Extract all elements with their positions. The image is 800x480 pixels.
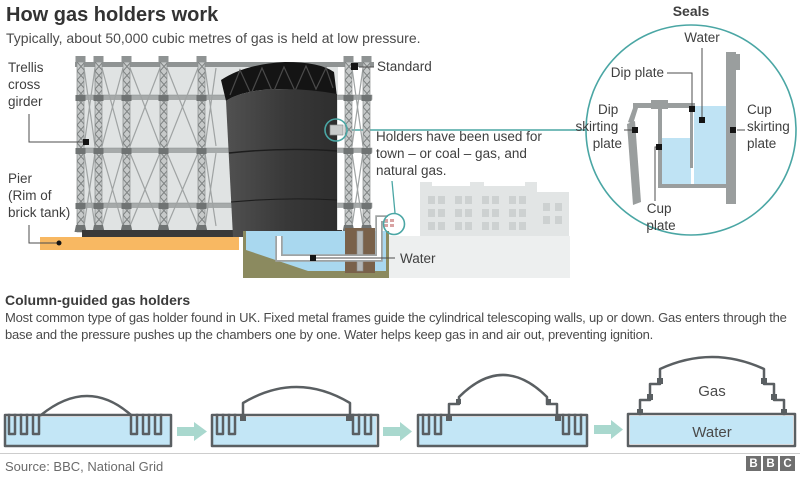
main-labels: Trellis cross girder Pier (Rim of brick … (8, 59, 546, 266)
arrow-icon (383, 422, 412, 441)
stages-illustration: Gas Water (3, 355, 797, 448)
roller-highlight (324, 118, 348, 142)
bbc-logo: B B C (746, 456, 795, 471)
stage-2 (210, 385, 380, 448)
bbc-logo-block: B (763, 456, 778, 471)
stage-1 (3, 394, 173, 448)
label-water-main: Water (400, 251, 436, 266)
label-pier: Pier (Rim of brick tank) (8, 171, 70, 220)
label-trellis: Trellis cross girder (8, 60, 47, 109)
section-heading: Column-guided gas holders (5, 292, 191, 308)
source-credit: Source: BBC, National Grid (5, 459, 164, 474)
page-subtitle: Typically, about 50,000 cubic metres of … (6, 30, 421, 46)
background-ground (388, 236, 570, 278)
seals-title: Seals (673, 3, 710, 19)
section-body: Most common type of gas holder found in … (5, 310, 787, 343)
arrow-icon (594, 420, 623, 439)
background-buildings (420, 182, 569, 236)
pier-strip (40, 237, 239, 250)
stage-4 (626, 355, 797, 448)
dip-plate (690, 106, 693, 168)
arrow-icon (177, 422, 207, 441)
label-dip-skirting: Dip skirting plate (575, 102, 622, 151)
label-gas: Gas (698, 383, 726, 400)
seal-water-left (662, 138, 691, 184)
stage-3 (416, 373, 589, 448)
tank-rim-strip (82, 230, 342, 237)
bbc-logo-block: B (746, 456, 761, 471)
label-seal-water: Water (684, 30, 720, 45)
main-illustration: Trellis cross girder Pier (Rim of brick … (8, 3, 797, 278)
label-dip-plate: Dip plate (611, 65, 664, 80)
seal-labels: Water Dip plate Dip skirting plate Cup s… (575, 30, 794, 233)
bell-truss (229, 64, 334, 96)
seal-water-right (694, 106, 726, 184)
label-cup-skirting: Cup skirting plate (747, 102, 794, 151)
page-title: How gas holders work (6, 4, 219, 26)
gas-inlet-highlight-circle (382, 212, 406, 236)
note-holders: Holders have been used for town – or coa… (376, 129, 546, 178)
gas-holder-bell (221, 62, 338, 237)
pipe-flange (384, 219, 394, 227)
grey-pipe (356, 230, 364, 272)
water-tank (243, 212, 406, 278)
footer-divider (0, 453, 800, 454)
label-standard: Standard (377, 59, 432, 74)
label-stage-water: Water (692, 424, 731, 441)
bbc-logo-block: C (780, 456, 795, 471)
label-cup-plate: Cup plate (646, 201, 675, 233)
stage-arrows (177, 420, 623, 441)
cross-braces (83, 67, 364, 227)
seals-detail: Seals Water Dip plate (575, 3, 797, 236)
